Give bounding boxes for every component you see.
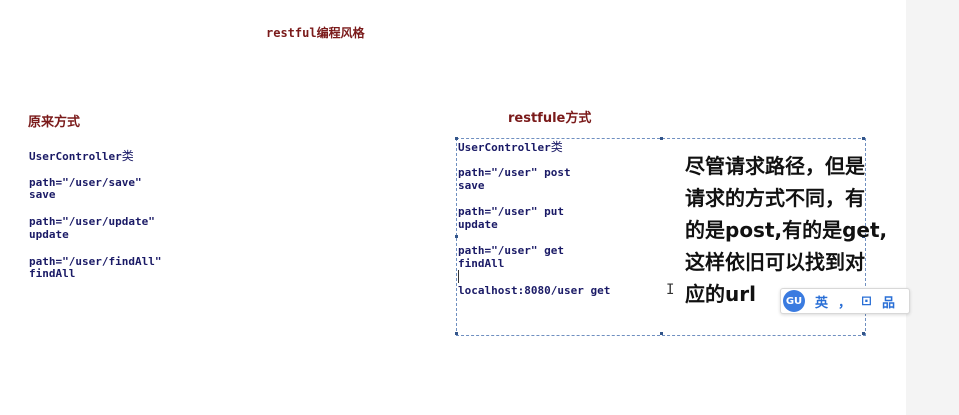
ime-toolbar[interactable]: GU 英 ， ⊡ 品 [780, 288, 910, 314]
annotation-note: 尽管请求路径，但是 请求的方式不同，有 的是post,有的是get, 这样依旧可… [685, 150, 925, 310]
side-panel [906, 0, 959, 415]
note-line: 尽管请求路径，但是 [685, 154, 865, 178]
right-line-5: path="/user" get [458, 244, 564, 257]
right-line-7: localhost:8080/user get [458, 284, 611, 297]
text-caret [458, 270, 459, 283]
right-line-0: UserController类 [458, 140, 563, 154]
right-line-2: save [458, 179, 485, 192]
resize-handle[interactable] [862, 235, 865, 238]
note-line: 请求的方式不同，有 [685, 186, 865, 210]
resize-handle[interactable] [455, 235, 458, 238]
right-line-1: path="/user" post [458, 166, 571, 179]
resize-handle[interactable] [455, 332, 458, 335]
left-line-5: path="/user/findAll" [29, 255, 162, 268]
resize-handle[interactable] [660, 137, 663, 140]
left-line-2: save [29, 188, 56, 201]
note-line: 的是post,有的是get, [685, 218, 888, 242]
right-line-6: findAll [458, 257, 505, 270]
right-line-4: update [458, 218, 498, 231]
resize-handle[interactable] [455, 137, 458, 140]
resize-handle[interactable] [660, 332, 663, 335]
left-line-6: findAll [29, 267, 76, 280]
left-line-3: path="/user/update" [29, 215, 155, 228]
ime-logo-icon[interactable]: GU [783, 290, 805, 312]
ime-menu-icon[interactable]: 品 [881, 295, 895, 311]
right-heading: restfule方式 [508, 111, 592, 126]
note-line: 应的url [685, 282, 756, 306]
selection-box[interactable] [455, 137, 866, 336]
ime-keyboard-icon[interactable]: ⊡ [861, 293, 872, 309]
resize-handle[interactable] [862, 137, 865, 140]
resize-handle[interactable] [862, 332, 865, 335]
left-line-1: path="/user/save" [29, 176, 142, 189]
page-title: restful编程风格 [266, 26, 365, 40]
left-line-0: UserController类 [29, 149, 134, 163]
ime-language-toggle[interactable]: 英 [815, 295, 829, 311]
left-line-4: update [29, 228, 69, 241]
text-cursor-icon: I [666, 282, 675, 298]
left-heading: 原来方式 [28, 115, 81, 130]
note-line: 这样依旧可以找到对 [685, 250, 865, 274]
ime-punctuation-toggle[interactable]: ， [838, 295, 852, 311]
right-line-3: path="/user" put [458, 205, 564, 218]
